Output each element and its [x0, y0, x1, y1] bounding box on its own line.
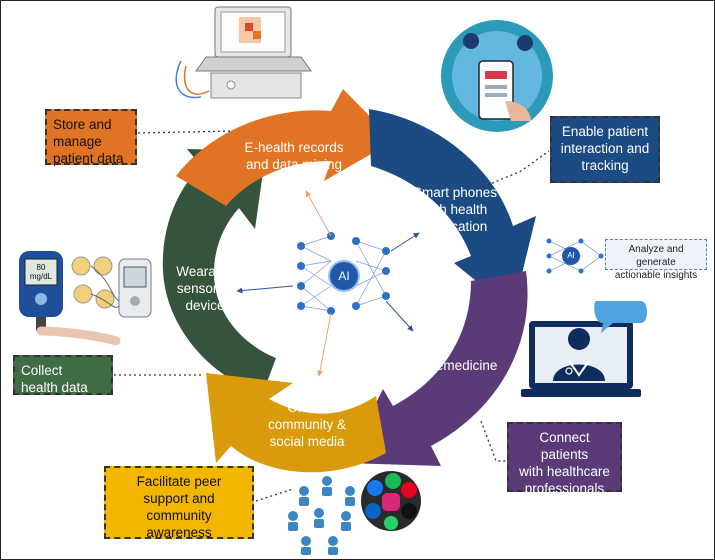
- ehealth-segment: [176, 89, 394, 206]
- smartphone-health-icon: [441, 20, 553, 132]
- arrow-to-telemedicine: [385, 300, 414, 332]
- connect-callout: Connect patients with healthcare profess…: [507, 422, 622, 496]
- wearable-segment: [162, 149, 276, 393]
- collect-callout: Collect health data: [13, 355, 113, 395]
- ehealth-label: E-health records and data mining: [244, 140, 344, 172]
- arrow-to-wearable: [236, 285, 294, 294]
- analyze-callout: Analyze and generate actionable insights: [605, 239, 707, 281]
- smartphones-segment: [369, 109, 536, 311]
- social-media-icons: [361, 471, 421, 531]
- community-network-icon: [288, 476, 355, 555]
- arrow-to-online: [317, 312, 332, 377]
- telemedicine-doctor-icon: [521, 301, 647, 397]
- laptop-icon: [175, 6, 312, 99]
- store-callout: Store and manage patient data: [45, 109, 137, 166]
- glucose-meter-icon: [19, 251, 121, 346]
- arrow-to-smartphones: [390, 232, 420, 252]
- ai-small-label: AI: [567, 251, 575, 260]
- wearable-label: Wearable sensor or device: [176, 264, 234, 313]
- ai-network-icon: [297, 232, 390, 315]
- telemedicine-segment: [346, 271, 528, 466]
- smartphones-label: Smart phones with health application: [412, 185, 498, 234]
- wearable-sensor-icon: [71, 256, 152, 318]
- facilitate-callout: Facilitate peer support and community aw…: [104, 466, 254, 540]
- online-label: Online community & social media: [267, 400, 347, 449]
- online-segment: [206, 373, 386, 473]
- telemedicine-label: Telemedicine: [418, 358, 498, 373]
- ai-center-label: AI: [338, 269, 350, 283]
- arrow-to-ehealth: [305, 190, 332, 237]
- ai-analyze-icon: [546, 238, 604, 274]
- enable-callout: Enable patient interaction and tracking: [550, 116, 660, 183]
- glucose-reading: 80 mg/dL: [29, 263, 53, 281]
- callout-connectors: [114, 130, 550, 502]
